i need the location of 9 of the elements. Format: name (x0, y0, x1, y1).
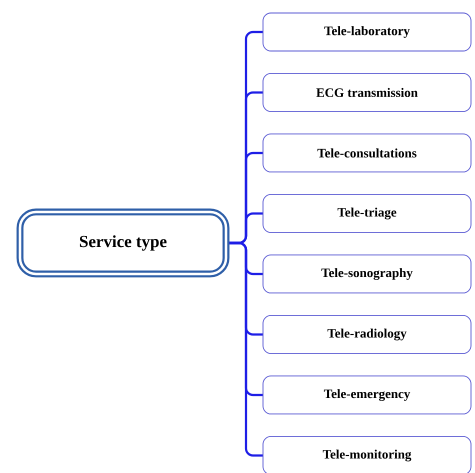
category-box: Tele-radiology (262, 315, 472, 354)
category-box: Tele-consultations (262, 134, 472, 172)
category-box: Tele-monitoring (262, 436, 472, 473)
root-box: Service type (16, 208, 230, 278)
category-box: Tele-emergency (262, 376, 472, 414)
category-box: ECG transmission (262, 73, 472, 112)
category-box: Tele-triage (262, 194, 472, 233)
category-box: Tele-laboratory (262, 12, 472, 52)
category-box: Tele-sonography (262, 254, 472, 294)
